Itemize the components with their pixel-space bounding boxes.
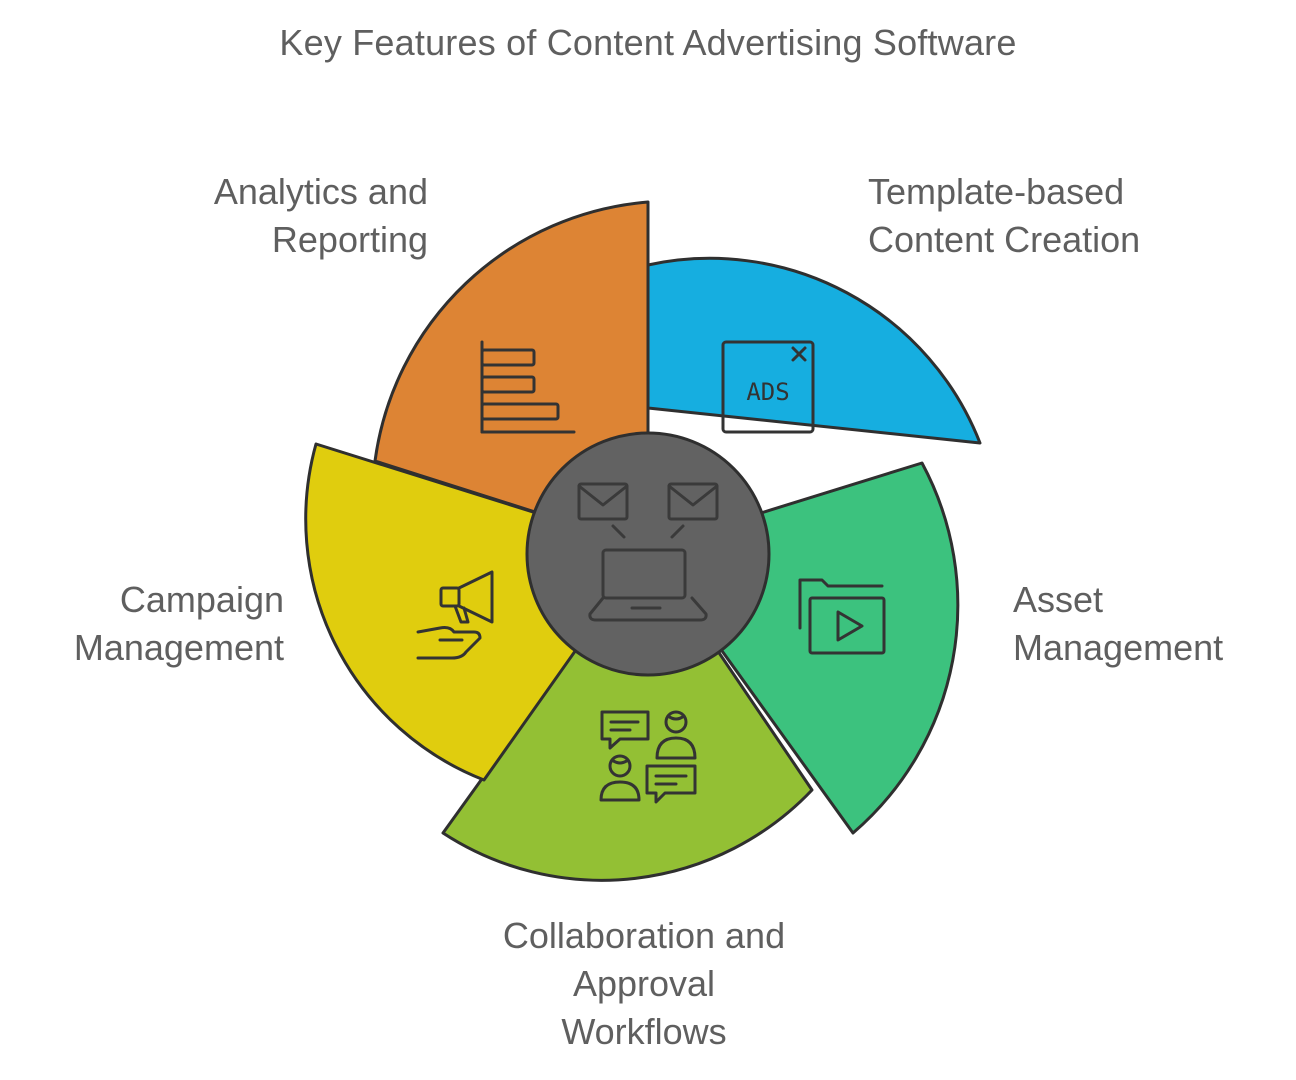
label-template-line-1: Template-based: [868, 171, 1125, 212]
video-folder-icon: [798, 578, 886, 655]
label-collab: Collaboration and Approval Workflows: [444, 912, 844, 1056]
ads-window-icon: ADS: [721, 340, 815, 434]
label-collab-line-2: Approval: [572, 963, 716, 1004]
label-template-line-2: Content Creation: [868, 219, 1141, 260]
megaphone-hand-icon: [416, 570, 494, 660]
label-asset-line-2: Management: [1013, 627, 1224, 668]
label-analytics-line-1: Analytics and: [213, 171, 428, 212]
label-campaign: Campaign Management: [74, 576, 284, 672]
label-collab-line-3: Workflows: [561, 1011, 727, 1052]
label-analytics-line-2: Reporting: [271, 219, 428, 260]
label-analytics: Analytics and Reporting: [214, 168, 428, 264]
label-collab-line-1: Collaboration and: [502, 915, 786, 956]
ads-icon-text: ADS: [746, 378, 789, 406]
label-campaign-line-2: Management: [73, 627, 284, 668]
label-asset: Asset Management: [1013, 576, 1223, 672]
center-hub: [525, 431, 771, 677]
segment-collab: [441, 546, 814, 882]
diagram-title: Key Features of Content Advertising Soft…: [279, 22, 1017, 63]
label-asset-line-1: Asset: [1013, 579, 1104, 620]
bar-chart-icon: [480, 340, 576, 434]
label-campaign-line-1: Campaign: [119, 579, 284, 620]
chat-people-icon: [599, 710, 697, 804]
label-template: Template-based Content Creation: [868, 168, 1140, 264]
laptop-email-icon: [577, 482, 719, 622]
